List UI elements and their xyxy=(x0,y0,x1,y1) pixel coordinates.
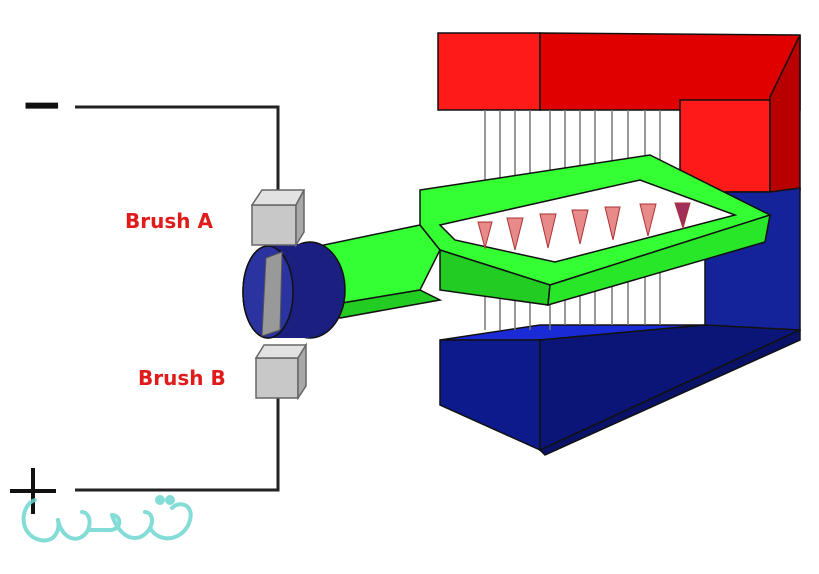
brush-b xyxy=(254,342,308,401)
brush-a-label: Brush A xyxy=(125,209,213,233)
field-arrows xyxy=(477,202,691,251)
negative-wire xyxy=(75,105,280,190)
brush-b-label: Brush B xyxy=(138,366,226,390)
circuit-wires xyxy=(75,105,280,492)
mawdoo3-logo-icon xyxy=(21,495,193,543)
positive-terminal-icon xyxy=(10,468,56,514)
armature-coil xyxy=(298,154,772,319)
commutator xyxy=(242,241,346,339)
brush-a xyxy=(250,189,306,248)
negative-terminal-label: − xyxy=(20,75,64,135)
positive-wire xyxy=(75,398,280,492)
